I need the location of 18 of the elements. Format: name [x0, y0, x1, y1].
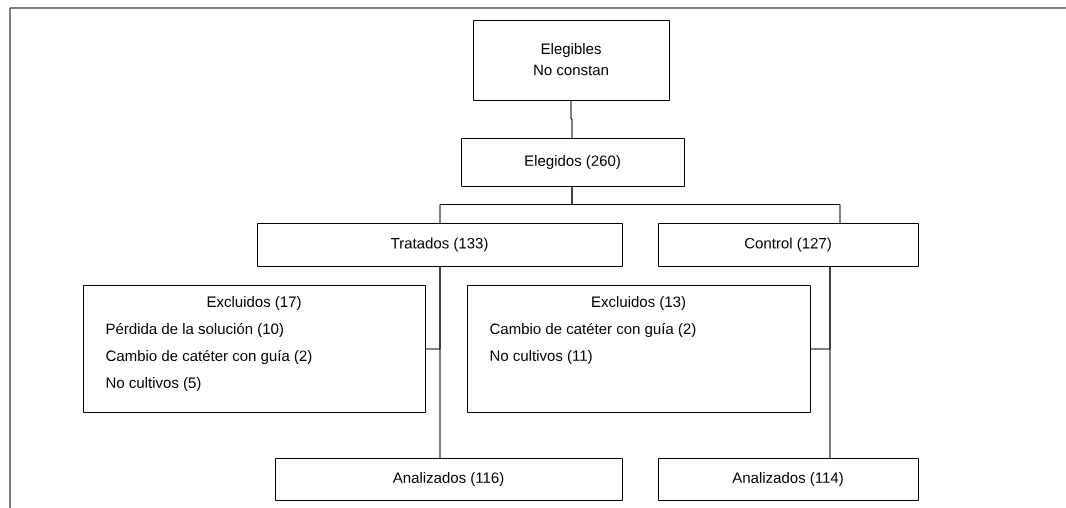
list-item: Cambio de catéter con guía (2) — [490, 322, 696, 338]
connector — [439, 265, 441, 459]
list-item: No cultivos (5) — [106, 377, 201, 391]
box-heading: Excluidos (17) — [207, 296, 301, 310]
box-heading: Excluidos (13) — [592, 296, 686, 310]
box-text: Elegibles — [541, 43, 601, 57]
box-text: Tratados (133) — [390, 237, 488, 252]
connector — [571, 185, 841, 224]
list-item: No cultivos (11) — [490, 350, 592, 364]
list-item: Pérdida de la solución (10) — [106, 322, 283, 338]
box-text: Analizados (116) — [392, 472, 504, 486]
connector — [829, 265, 831, 459]
box-text: No constan — [534, 64, 608, 76]
box-text: Control (127) — [745, 237, 831, 252]
box-text: Analizados (114) — [732, 472, 843, 486]
box-text: Elegidos (260) — [525, 155, 620, 169]
connector — [570, 99, 573, 139]
list-item: Cambio de catéter con guía (2) — [106, 349, 312, 365]
